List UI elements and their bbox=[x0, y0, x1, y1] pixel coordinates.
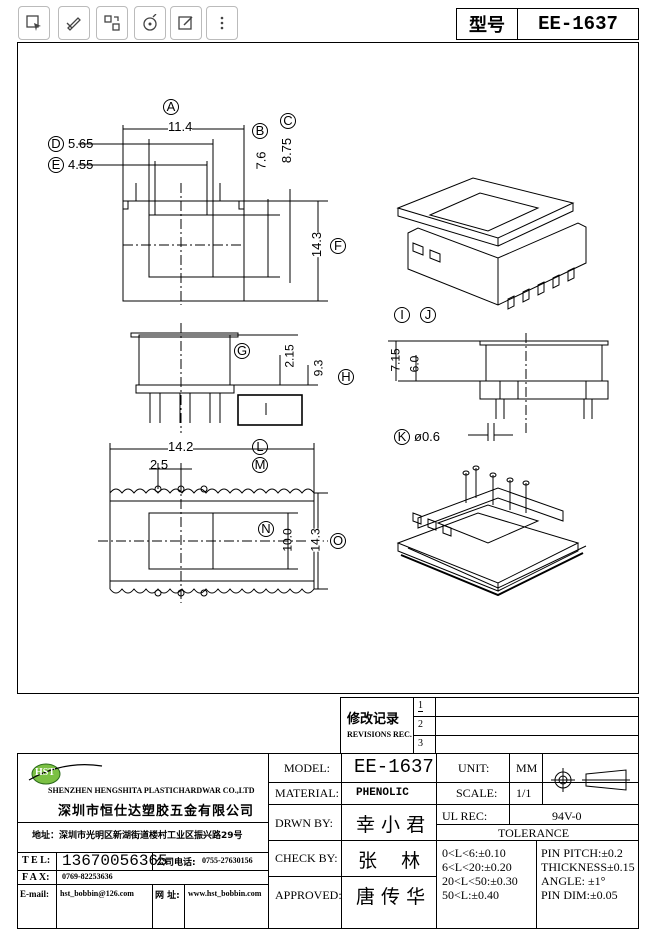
dim-label-g: G bbox=[234, 343, 250, 359]
pin-tolerance-3: ANGLE: ±1° bbox=[541, 874, 606, 888]
dim-label-a: A bbox=[163, 99, 179, 115]
tel-value: 13670056365 bbox=[62, 852, 168, 870]
dim-label-k: K bbox=[394, 429, 410, 445]
dim-value-m: 2.5 bbox=[150, 457, 169, 472]
draw-tool-button[interactable] bbox=[58, 6, 90, 40]
approved-value: 唐 传 华 bbox=[356, 886, 426, 908]
ul-rec-label: UL REC: bbox=[442, 809, 488, 823]
edit-icon bbox=[178, 16, 193, 30]
dim-value-l: 14.2 bbox=[168, 439, 194, 454]
dim-label-j: J bbox=[420, 307, 436, 323]
company-name-en: SHENZHEN HENGSHITA PLASTICHARDWAR CO.,LT… bbox=[48, 786, 255, 795]
tolerance-row-2: 6<L<20:±0.20 bbox=[442, 860, 512, 874]
dim-label-d: D bbox=[48, 136, 64, 152]
title-block: HST SHENZHEN HENGSHITA PLASTICHARDWAR CO… bbox=[17, 753, 639, 929]
dim-value-ij-a: 7.15 bbox=[388, 348, 403, 372]
web-value: www.hst_bobbin.com bbox=[188, 889, 262, 898]
dim-value-h: 9.3 bbox=[311, 359, 326, 377]
target-icon bbox=[143, 14, 157, 31]
dim-label-l: L bbox=[252, 439, 268, 455]
drawn-by-value: 幸 小 君 bbox=[356, 814, 426, 836]
projection-symbol-icon bbox=[551, 768, 630, 792]
scale-value: 1/1 bbox=[516, 786, 532, 800]
hst-logo bbox=[28, 763, 103, 785]
model-header-value: EE-1637 bbox=[517, 8, 639, 40]
dim-label-h: H bbox=[338, 369, 354, 385]
dim-value-k: ø0.6 bbox=[414, 429, 441, 444]
fax-value: 0769-82253636 bbox=[62, 872, 113, 881]
dim-value-c: 8.75 bbox=[279, 137, 295, 164]
tolerance-row-4: 50<L:±0.40 bbox=[442, 888, 500, 902]
model-label: MODEL: bbox=[284, 761, 330, 775]
revision-mark-2: 2 bbox=[418, 719, 423, 730]
annotate-tool-button[interactable] bbox=[18, 6, 50, 40]
ul-rec-value: 94V-0 bbox=[552, 809, 582, 823]
model-value: EE-1637 bbox=[354, 756, 434, 778]
dim-label-o: O bbox=[330, 533, 346, 549]
tel-label: T E L: bbox=[22, 855, 51, 866]
pin-tolerance-2: THICKNESS±0.15 bbox=[541, 860, 635, 874]
image-select-icon bbox=[26, 15, 41, 31]
company-phone-label: 公司电话: bbox=[156, 858, 196, 868]
web-label: 网 址: bbox=[155, 891, 180, 901]
revision-mark-1: 1 bbox=[418, 700, 423, 712]
edit-tool-button[interactable] bbox=[170, 6, 202, 40]
pin-tolerance-1: PIN PITCH:±0.2 bbox=[541, 846, 623, 860]
fax-label: F A X: bbox=[22, 872, 50, 883]
logo-text: HST bbox=[35, 767, 56, 778]
dim-label-n: N bbox=[258, 521, 274, 537]
dim-value-f: 14.3 bbox=[309, 231, 325, 258]
check-by-label: CHECK BY: bbox=[275, 851, 338, 865]
revisions-title: 修改记录 bbox=[347, 712, 400, 727]
dim-value-e: 4.55 bbox=[68, 157, 94, 172]
target-tool-button[interactable] bbox=[134, 6, 166, 40]
dim-label-f: F bbox=[330, 238, 346, 254]
more-vertical-icon bbox=[220, 16, 224, 30]
company-address: 地址：深圳市光明区新湖街道楼村工业区振兴路29号 bbox=[32, 831, 243, 841]
unit-label: UNIT: bbox=[458, 761, 490, 775]
company-name-cn: 深圳市恒仕达塑胶五金有限公司 bbox=[58, 804, 255, 819]
drawing-frame: A 11.4 D 5.65 E 4.55 B 7.6 C 8.75 14.3 F… bbox=[17, 42, 639, 694]
pin-tolerance-4: PIN DIM:±0.05 bbox=[541, 888, 618, 902]
crop-tool-button[interactable] bbox=[96, 6, 128, 40]
dim-label-m: M bbox=[252, 457, 268, 473]
dim-label-c: C bbox=[280, 113, 296, 129]
revisions-subtitle: REVISIONS REC. bbox=[347, 730, 412, 739]
dim-value-ij-b: 6.0 bbox=[407, 355, 422, 373]
model-header-label: 型号 bbox=[456, 8, 518, 40]
dim-value-d: 5.65 bbox=[68, 136, 94, 151]
dim-value-o: 14.3 bbox=[308, 528, 323, 552]
material-label: MATERIAL: bbox=[275, 786, 339, 800]
revisions-block: 修改记录 REVISIONS REC. 1 2 3 bbox=[340, 697, 639, 754]
dim-label-i: I bbox=[394, 307, 410, 323]
pen-icon bbox=[66, 17, 81, 31]
dim-value-n: 10.0 bbox=[280, 528, 295, 552]
tolerance-label: TOLERANCE bbox=[498, 826, 570, 840]
material-value: PHENOLIC bbox=[356, 787, 409, 799]
more-options-button[interactable] bbox=[206, 6, 238, 40]
tolerance-row-1: 0<L<6:±0.10 bbox=[442, 846, 506, 860]
scale-label: SCALE: bbox=[456, 786, 498, 800]
dim-value-g: 2.15 bbox=[282, 344, 297, 368]
unit-value: MM bbox=[516, 761, 538, 775]
revision-mark-3: 3 bbox=[418, 738, 423, 749]
crop-icon bbox=[104, 15, 120, 31]
tolerance-row-3: 20<L<50:±0.30 bbox=[442, 874, 518, 888]
approved-label: APPROVED: bbox=[275, 888, 342, 902]
technical-drawing bbox=[78, 125, 609, 603]
email-label: E-mail: bbox=[20, 889, 49, 899]
dim-value-a: 11.4 bbox=[168, 119, 193, 134]
drawn-by-label: DRWN BY: bbox=[275, 816, 333, 830]
dim-value-b: 7.6 bbox=[253, 151, 269, 170]
dim-label-b: B bbox=[252, 123, 268, 139]
company-phone-value: 0755-27630156 bbox=[202, 856, 253, 865]
dim-label-e: E bbox=[48, 157, 64, 173]
email-value: hst_bobbin@126.com bbox=[60, 889, 134, 898]
check-by-value: 张 林 bbox=[358, 850, 421, 872]
